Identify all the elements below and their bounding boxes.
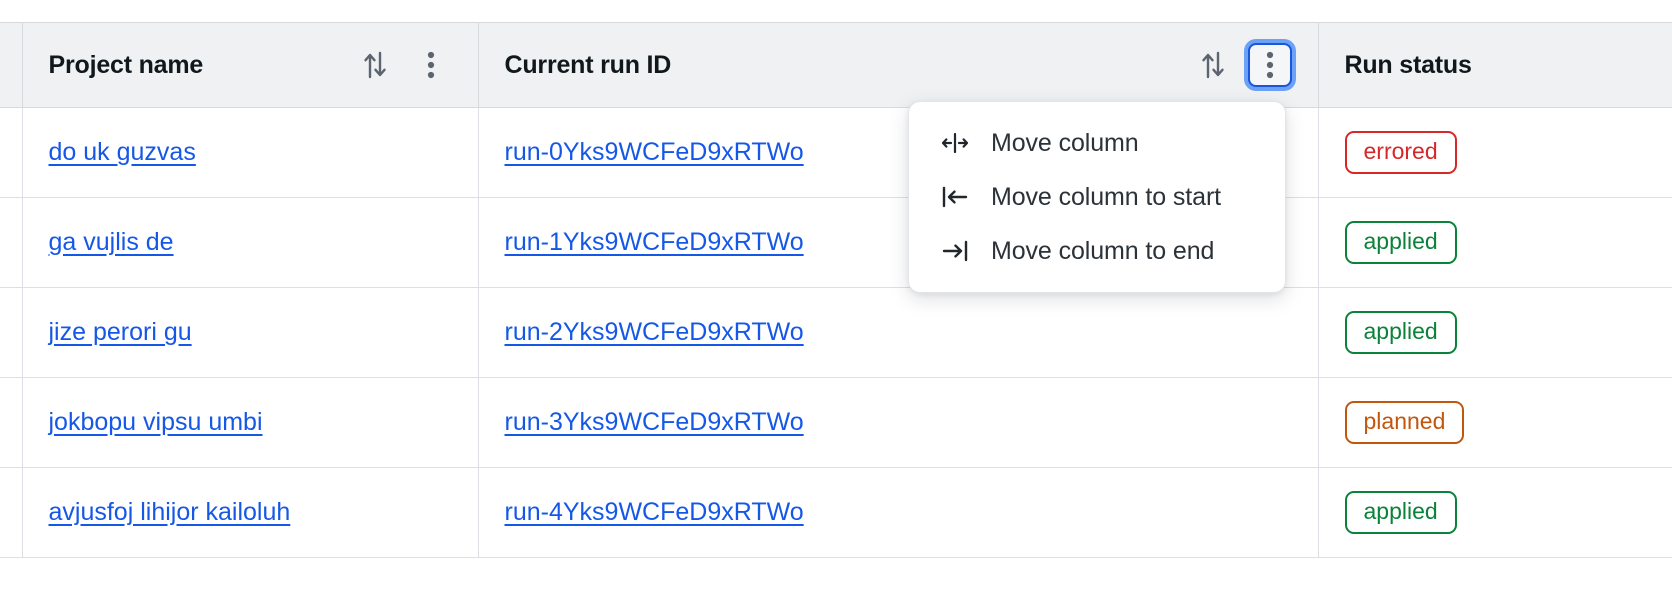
projects-table: Project name xyxy=(0,22,1672,558)
table-row: ga vujlis de run-1Yks9WCFeD9xRTWo applie… xyxy=(0,197,1672,288)
table-row: do uk guzvas run-0Yks9WCFeD9xRTWo errore… xyxy=(0,107,1672,198)
menu-item-move-column-to-end[interactable]: Move column to end xyxy=(909,224,1285,278)
menu-item-move-column[interactable]: Move column xyxy=(909,116,1285,170)
status-badge: planned xyxy=(1344,401,1465,444)
table-header: Project name xyxy=(0,22,1672,108)
column-menu-icon-project-name[interactable] xyxy=(410,44,452,86)
column-header-current-run-id[interactable]: Current run ID xyxy=(478,22,1319,108)
table-row: jize perori gu run-2Yks9WCFeD9xRTWo appl… xyxy=(0,287,1672,378)
move-column-to-start-icon xyxy=(939,185,971,209)
column-header-select xyxy=(0,22,23,108)
row-select-cell[interactable] xyxy=(0,467,23,558)
row-select-cell[interactable] xyxy=(0,377,23,468)
column-header-project-name-label: Project name xyxy=(48,50,204,79)
column-header-run-status-label: Run status xyxy=(1344,50,1472,79)
row-select-cell[interactable] xyxy=(0,287,23,378)
run-id-cell: run-4Yks9WCFeD9xRTWo xyxy=(478,467,1319,558)
menu-item-move-column-to-start-label: Move column to start xyxy=(991,182,1222,211)
menu-item-move-column-to-start[interactable]: Move column to start xyxy=(909,170,1285,224)
run-status-cell: applied xyxy=(1318,467,1672,558)
header-row: Project name xyxy=(0,22,1672,108)
run-id-link[interactable]: run-3Yks9WCFeD9xRTWo xyxy=(504,408,804,436)
project-name-link[interactable]: jize perori gu xyxy=(48,318,192,346)
status-badge: errored xyxy=(1344,131,1457,174)
row-select-cell[interactable] xyxy=(0,107,23,198)
column-header-project-name[interactable]: Project name xyxy=(22,22,479,108)
column-header-current-run-id-label: Current run ID xyxy=(504,50,672,79)
table-body: do uk guzvas run-0Yks9WCFeD9xRTWo errore… xyxy=(0,107,1672,558)
project-name-cell: jokbopu vipsu umbi xyxy=(22,377,479,468)
menu-item-move-column-label: Move column xyxy=(991,128,1139,157)
sort-icon-project-name[interactable] xyxy=(354,44,396,86)
run-id-link[interactable]: run-0Yks9WCFeD9xRTWo xyxy=(504,138,804,166)
status-badge: applied xyxy=(1344,221,1457,264)
move-column-icon xyxy=(939,131,971,155)
project-name-cell: avjusfoj lihijor kailoluh xyxy=(22,467,479,558)
project-name-link[interactable]: avjusfoj lihijor kailoluh xyxy=(48,498,291,526)
project-name-cell: do uk guzvas xyxy=(22,107,479,198)
run-status-cell: applied xyxy=(1318,287,1672,378)
sort-icon-current-run-id[interactable] xyxy=(1192,44,1234,86)
run-id-cell: run-2Yks9WCFeD9xRTWo xyxy=(478,287,1319,378)
move-column-to-end-icon xyxy=(939,239,971,263)
column-header-project-name-tools xyxy=(354,44,452,86)
project-name-link[interactable]: ga vujlis de xyxy=(48,228,174,256)
table-row: avjusfoj lihijor kailoluh run-4Yks9WCFeD… xyxy=(0,467,1672,558)
project-name-cell: jize perori gu xyxy=(22,287,479,378)
menu-item-move-column-to-end-label: Move column to end xyxy=(991,236,1215,265)
run-id-link[interactable]: run-2Yks9WCFeD9xRTWo xyxy=(504,318,804,346)
status-badge: applied xyxy=(1344,491,1457,534)
column-header-run-status[interactable]: Run status xyxy=(1318,22,1672,108)
run-id-link[interactable]: run-1Yks9WCFeD9xRTWo xyxy=(504,228,804,256)
row-select-cell[interactable] xyxy=(0,197,23,288)
table-row: jokbopu vipsu umbi run-3Yks9WCFeD9xRTWo … xyxy=(0,377,1672,468)
run-status-cell: planned xyxy=(1318,377,1672,468)
project-name-link[interactable]: do uk guzvas xyxy=(48,138,196,166)
status-badge: applied xyxy=(1344,311,1457,354)
run-id-link[interactable]: run-4Yks9WCFeD9xRTWo xyxy=(504,498,804,526)
column-header-current-run-id-tools xyxy=(1192,43,1292,87)
run-status-cell: errored xyxy=(1318,107,1672,198)
project-name-cell: ga vujlis de xyxy=(22,197,479,288)
run-id-cell: run-3Yks9WCFeD9xRTWo xyxy=(478,377,1319,468)
project-name-link[interactable]: jokbopu vipsu umbi xyxy=(48,408,263,436)
column-context-menu: Move column Move column to start Move co… xyxy=(908,101,1286,293)
column-menu-icon-current-run-id[interactable] xyxy=(1247,43,1292,87)
run-status-cell: applied xyxy=(1318,197,1672,288)
